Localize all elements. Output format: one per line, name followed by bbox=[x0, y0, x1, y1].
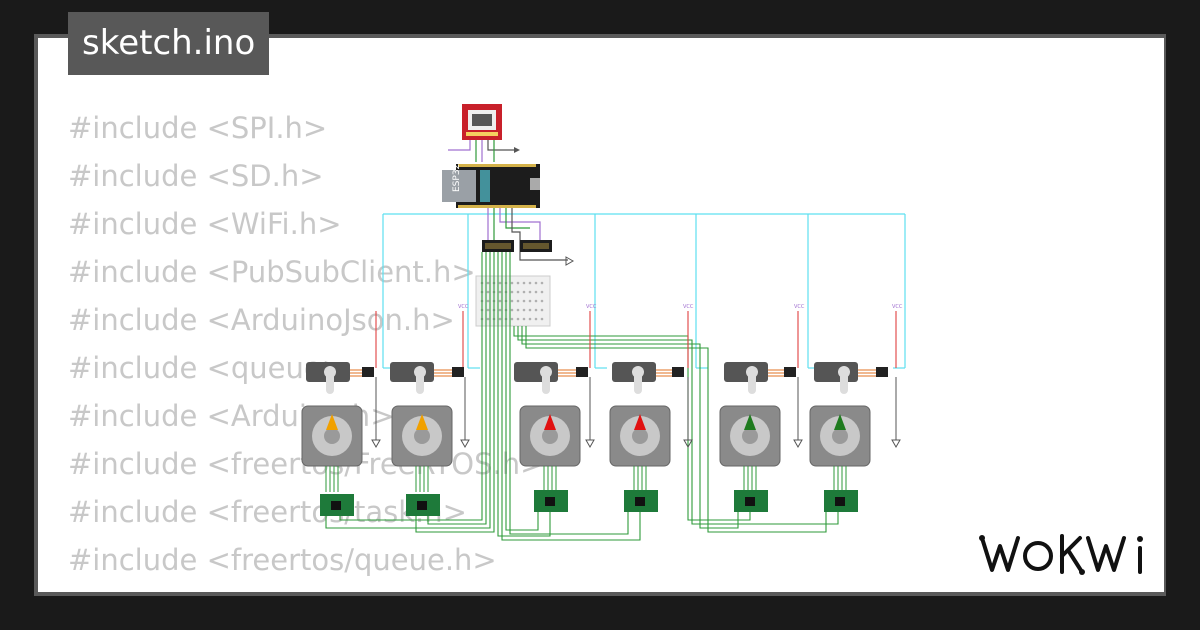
vcc-wires bbox=[375, 311, 897, 368]
vcc-label: VCC bbox=[586, 304, 597, 310]
servo-2[interactable] bbox=[390, 362, 470, 449]
breadboard[interactable] bbox=[475, 275, 551, 327]
sd-card-module[interactable] bbox=[462, 104, 502, 140]
code-listing: #include <SPI.h> #include <SD.h> #includ… bbox=[68, 104, 544, 592]
code-line: #include <SD.h> bbox=[68, 159, 324, 193]
servo-5[interactable] bbox=[724, 362, 803, 449]
file-tab-title[interactable]: sketch.ino bbox=[68, 12, 270, 75]
code-line: #include <SPI.h> bbox=[68, 111, 328, 145]
code-line: #include <PubSubClient.h> bbox=[68, 255, 476, 289]
vcc-label: VCC bbox=[683, 304, 694, 310]
stepper-driver-4[interactable] bbox=[624, 490, 658, 512]
stepper-motor-1[interactable] bbox=[301, 405, 363, 467]
stepper-driver-3[interactable] bbox=[534, 490, 568, 512]
stepper-driver-1[interactable] bbox=[320, 494, 354, 516]
servo-1[interactable] bbox=[306, 362, 381, 449]
vcc-label: VCC bbox=[458, 304, 469, 310]
vcc-label: VCC bbox=[794, 304, 805, 310]
code-line: #include <ArduinoJson.h> bbox=[68, 303, 455, 337]
wokwi-logo bbox=[979, 534, 1143, 575]
power-rail-wires bbox=[382, 213, 906, 369]
code-line: #include <queue> bbox=[68, 351, 347, 385]
stepper-driver-2[interactable] bbox=[406, 494, 440, 516]
esp32-board[interactable]: ESP32 bbox=[442, 164, 540, 208]
driver-module-b[interactable] bbox=[520, 240, 552, 252]
motor-driver-wires bbox=[325, 466, 847, 492]
servo-3[interactable] bbox=[514, 362, 595, 449]
bus-wires bbox=[487, 208, 568, 261]
stepper-motor-4[interactable] bbox=[609, 405, 671, 467]
stepper-motor-3[interactable] bbox=[519, 405, 581, 467]
stepper-motor-2[interactable] bbox=[391, 405, 453, 467]
stepper-driver-6[interactable] bbox=[824, 490, 858, 512]
vcc-label: VCC bbox=[892, 304, 903, 310]
code-line: #include bbox=[68, 584, 544, 592]
sd-wires bbox=[448, 140, 514, 162]
editor-panel: #include <SPI.h> #include <SD.h> #includ… bbox=[38, 38, 1164, 592]
code-line: #include <freertos/queue.h> bbox=[68, 543, 497, 577]
driver-module-a[interactable] bbox=[482, 240, 514, 252]
servo-4[interactable] bbox=[612, 362, 693, 449]
esp32-label: ESP32 bbox=[452, 164, 462, 192]
stepper-driver-5[interactable] bbox=[734, 490, 768, 512]
code-line: #include <freertos/task.h> bbox=[68, 495, 467, 529]
servo-6[interactable] bbox=[814, 362, 901, 449]
stepper-motor-6[interactable] bbox=[809, 405, 871, 467]
stepper-motor-5[interactable] bbox=[719, 405, 781, 467]
code-line: #include <WiFi.h> bbox=[68, 207, 342, 241]
